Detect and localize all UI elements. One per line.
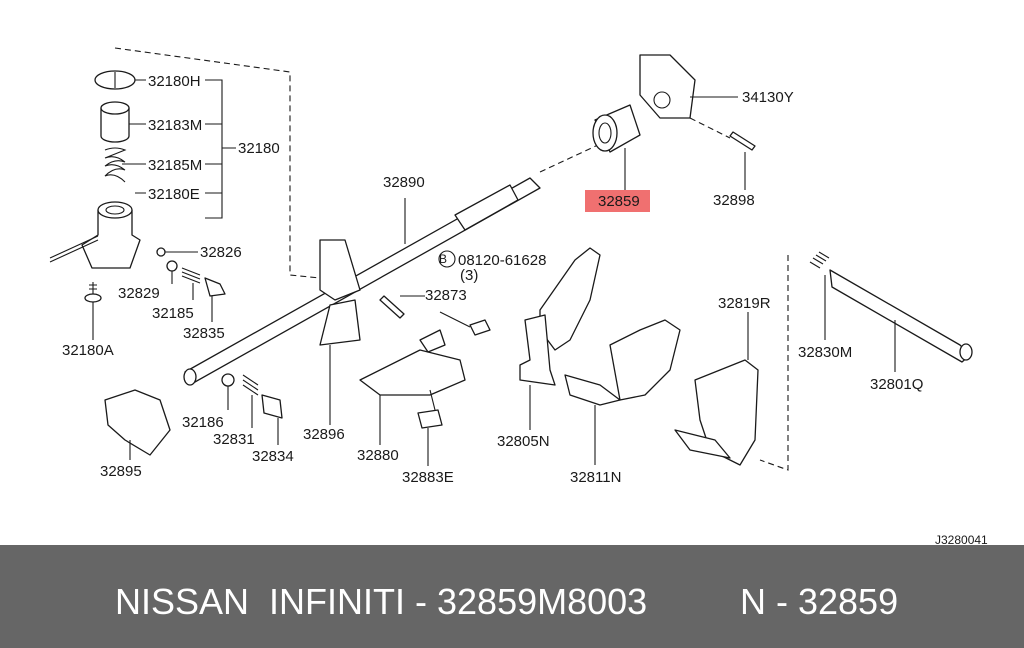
dashed-guide-32859 [539,144,599,173]
bracket-32896-upper [319,239,361,301]
fork-32811N [609,319,681,401]
label-bolt-badge: B [439,252,447,266]
label-32185: 32185 [152,305,194,322]
label-32180E: 32180E [148,186,200,203]
label-34130Y: 34130Y [742,89,794,106]
lever-32880 [359,349,466,396]
label-32896: 32896 [303,426,345,443]
bracket-34130Y [639,54,696,119]
highlight-32859 [585,190,650,212]
label-32180A: 32180A [62,342,114,359]
ball-32826 [156,247,166,257]
dashed-guide-34130Y [689,117,731,139]
label-32183M: 32183M [148,117,202,134]
pin-32873 [379,295,405,319]
ball-32829 [166,260,178,272]
shaft-collar [454,184,519,231]
label-32883E: 32883E [402,469,454,486]
label-32890: 32890 [383,174,425,191]
label-32834: 32834 [252,448,294,465]
label-32801Q: 32801Q [870,376,923,393]
label-32895: 32895 [100,463,142,480]
label-32829: 32829 [118,285,160,302]
label-32819R: 32819R [718,295,771,312]
bracket-32180 [205,79,236,219]
block-32883E [417,409,443,429]
label-32831: 32831 [213,431,255,448]
plug-32835 [204,277,226,297]
label-32873: 32873 [425,287,467,304]
label-32805N: 32805N [497,433,550,450]
part-number-banner: NISSAN INFINITI - 32859M8003 N - 32859 [0,545,1024,648]
label-32180H: 32180H [148,73,201,90]
parts-diagram: 32180H 32183M 32185M 32180E 32180 32826 … [49,47,989,545]
label-32826: 32826 [200,244,242,261]
spring-32830M [809,251,830,269]
label-bolt-qty: (3) [460,267,478,284]
diagram-code: J3280041 [935,533,988,545]
label-32186: 32186 [182,414,224,431]
label-32830M: 32830M [798,344,852,361]
plug-32834 [261,394,283,419]
label-32859: 32859 [598,193,640,210]
diagram-canvas: 32180H 32183M 32185M 32180E 32180 32826 … [49,47,988,545]
label-32880: 32880 [357,447,399,464]
spring-32185 [181,267,201,284]
screw-32180A [84,293,102,303]
spring-32831 [242,374,259,396]
bracket-32895 [104,389,171,456]
dashed-guide-right [759,255,789,471]
ball-32186 [221,373,235,387]
label-32180: 32180 [238,140,280,157]
label-32898: 32898 [713,192,755,209]
label-bolt-08120: 08120-61628 [458,252,546,269]
spring-32185M [104,147,127,183]
dashed-guide-left [114,47,321,279]
banner-short-part-number: N - 32859 [740,581,899,622]
bracket-32896-lower [319,299,361,346]
label-32835: 32835 [183,325,225,342]
bolt-08120 [469,319,491,336]
pin-32898 [729,131,756,151]
cap-32183M [100,107,130,143]
label-32811N: 32811N [570,469,621,486]
banner-oem-part-number: NISSAN INFINITI - 32859M8003 [115,581,648,622]
label-32185M: 32185M [148,157,202,174]
fork-32805N [539,247,601,351]
leaders-32180 [122,79,146,194]
